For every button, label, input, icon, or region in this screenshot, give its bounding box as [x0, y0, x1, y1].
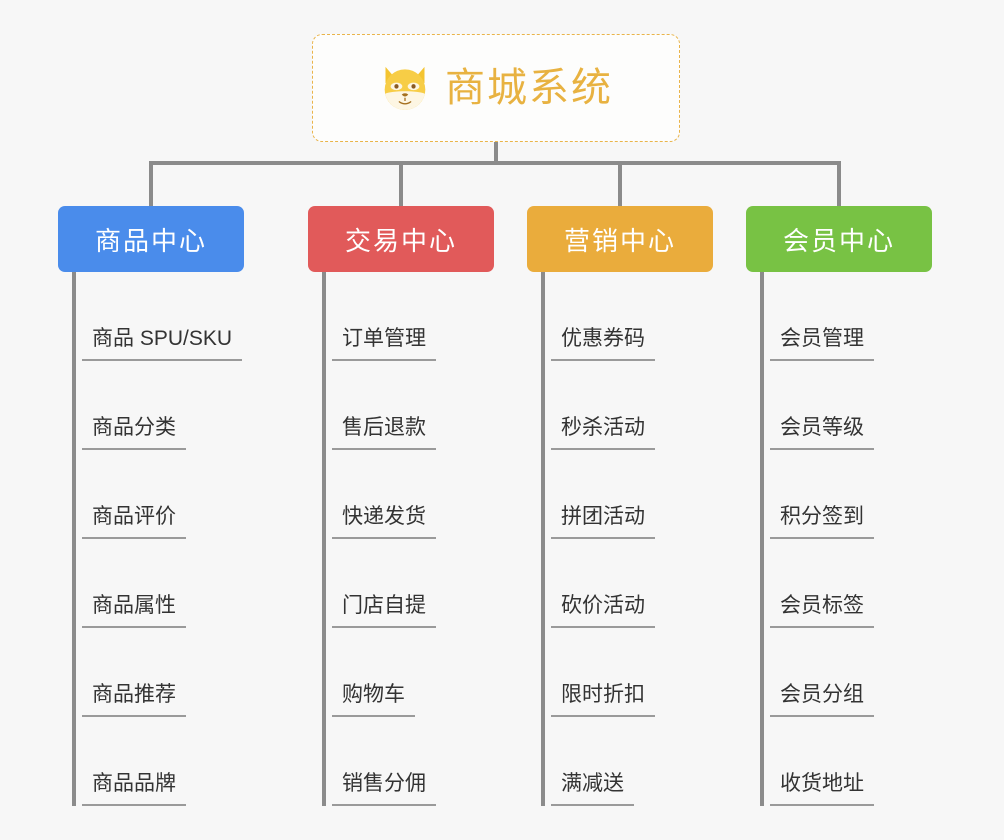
branch-column-4: 会员中心 会员管理 会员等级 积分签到 会员标签 会员分组 收货地址 — [746, 206, 932, 806]
leaf-item[interactable]: 商品推荐 — [72, 628, 242, 717]
shiba-dog-face-icon — [384, 66, 426, 110]
leaf-item[interactable]: 商品分类 — [72, 361, 242, 450]
connector-root-stem — [494, 142, 498, 163]
leaf-label: 限时折扣 — [551, 684, 655, 717]
branch-trunk-1 — [72, 272, 76, 806]
leaf-label: 商品推荐 — [82, 684, 186, 717]
connector-horizontal-bus — [149, 161, 841, 165]
leaf-list-3: 优惠券码 秒杀活动 拼团活动 砍价活动 限时折扣 满减送 — [541, 272, 655, 806]
category-header-2[interactable]: 交易中心 — [308, 206, 494, 272]
leaf-item[interactable]: 商品属性 — [72, 539, 242, 628]
leaf-label: 会员分组 — [770, 684, 874, 717]
leaf-label: 购物车 — [332, 684, 415, 717]
category-header-3[interactable]: 营销中心 — [527, 206, 713, 272]
branch-trunk-4 — [760, 272, 764, 806]
leaf-item[interactable]: 限时折扣 — [541, 628, 655, 717]
leaf-item[interactable]: 收货地址 — [760, 717, 874, 806]
leaf-label: 收货地址 — [770, 773, 874, 806]
category-label-4: 会员中心 — [782, 225, 895, 256]
leaf-list-4: 会员管理 会员等级 积分签到 会员标签 会员分组 收货地址 — [760, 272, 874, 806]
leaf-item[interactable]: 商品 SPU/SKU — [72, 272, 243, 361]
leaf-label: 优惠券码 — [551, 328, 655, 361]
leaf-label: 商品分类 — [82, 417, 186, 450]
leaf-label: 会员标签 — [770, 595, 874, 628]
connector-drop-1 — [149, 161, 153, 206]
category-header-4[interactable]: 会员中心 — [746, 206, 932, 272]
leaf-label: 秒杀活动 — [551, 417, 655, 450]
branch-column-1: 商品中心 商品 SPU/SKU 商品分类 商品评价 商品属性 商品推荐 商品品牌 — [58, 206, 244, 806]
leaf-item[interactable]: 会员等级 — [760, 361, 874, 450]
connector-drop-4 — [837, 161, 841, 206]
leaf-label: 会员等级 — [770, 417, 874, 450]
leaf-label: 订单管理 — [332, 328, 436, 361]
branch-column-3: 营销中心 优惠券码 秒杀活动 拼团活动 砍价活动 限时折扣 满减送 — [527, 206, 713, 806]
leaf-label: 满减送 — [551, 773, 634, 806]
leaf-item[interactable]: 会员管理 — [760, 272, 874, 361]
leaf-label: 拼团活动 — [551, 506, 655, 539]
leaf-item[interactable]: 满减送 — [541, 717, 655, 806]
leaf-item[interactable]: 售后退款 — [322, 361, 436, 450]
leaf-label: 商品评价 — [82, 506, 186, 539]
leaf-label: 门店自提 — [332, 595, 436, 628]
leaf-item[interactable]: 购物车 — [322, 628, 436, 717]
leaf-item[interactable]: 砍价活动 — [541, 539, 655, 628]
leaf-item[interactable]: 积分签到 — [760, 450, 874, 539]
leaf-label: 销售分佣 — [332, 773, 436, 806]
root-title: 商城系统 — [445, 66, 613, 110]
leaf-label: 积分签到 — [770, 506, 874, 539]
leaf-list-2: 订单管理 售后退款 快递发货 门店自提 购物车 销售分佣 — [322, 272, 436, 806]
category-label-3: 营销中心 — [563, 225, 676, 256]
leaf-label: 商品属性 — [82, 595, 186, 628]
leaf-label: 商品品牌 — [82, 773, 186, 806]
branch-column-2: 交易中心 订单管理 售后退款 快递发货 门店自提 购物车 销售分佣 — [308, 206, 494, 806]
leaf-label: 快递发货 — [332, 506, 436, 539]
leaf-item[interactable]: 拼团活动 — [541, 450, 655, 539]
leaf-item[interactable]: 优惠券码 — [541, 272, 655, 361]
leaf-label: 售后退款 — [332, 417, 436, 450]
leaf-item[interactable]: 会员分组 — [760, 628, 874, 717]
leaf-item[interactable]: 会员标签 — [760, 539, 874, 628]
category-header-1[interactable]: 商品中心 — [58, 206, 244, 272]
leaf-label: 砍价活动 — [551, 595, 655, 628]
leaf-list-1: 商品 SPU/SKU 商品分类 商品评价 商品属性 商品推荐 商品品牌 — [72, 272, 243, 806]
category-label-2: 交易中心 — [344, 225, 457, 256]
leaf-label: 会员管理 — [770, 328, 874, 361]
leaf-item[interactable]: 商品评价 — [72, 450, 242, 539]
root-node[interactable]: 商城系统 — [312, 34, 680, 142]
leaf-item[interactable]: 门店自提 — [322, 539, 436, 628]
leaf-item[interactable]: 商品品牌 — [72, 717, 242, 806]
leaf-item[interactable]: 销售分佣 — [322, 717, 436, 806]
branch-trunk-2 — [322, 272, 326, 806]
leaf-item[interactable]: 订单管理 — [322, 272, 436, 361]
connector-drop-2 — [399, 161, 403, 206]
leaf-item[interactable]: 秒杀活动 — [541, 361, 655, 450]
category-label-1: 商品中心 — [94, 225, 207, 256]
leaf-item[interactable]: 快递发货 — [322, 450, 436, 539]
leaf-label: 商品 SPU/SKU — [82, 328, 243, 361]
connector-drop-3 — [618, 161, 622, 206]
branch-trunk-3 — [541, 272, 545, 806]
